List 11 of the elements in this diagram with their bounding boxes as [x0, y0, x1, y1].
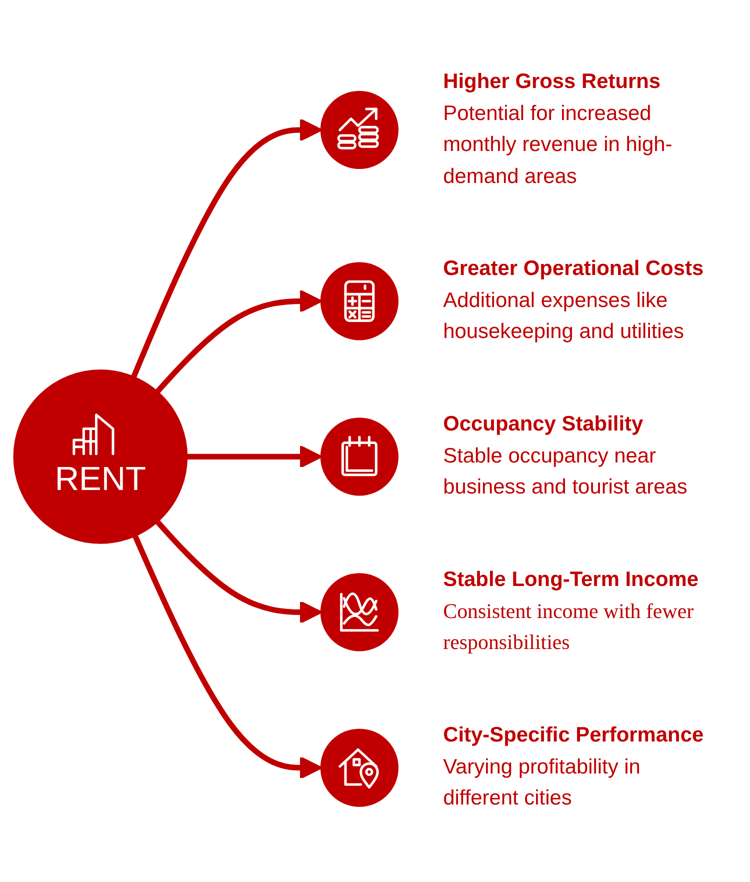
node-label: Greater Operational Costs	[443, 256, 704, 281]
node-label: Higher Gross Returns	[443, 70, 661, 94]
node-label: Varying profitability in different cities	[443, 754, 640, 810]
node-label: Consistent income with fewer responsibilities	[443, 600, 694, 654]
node-label: Occupancy Stability	[443, 412, 644, 436]
node-circle: RENT	[13, 370, 188, 544]
node-label: City-Specific Performance	[443, 723, 704, 748]
node-label: Stable Long-Term Income	[443, 568, 698, 592]
node-label: Additional expenses like housekeeping and utilities	[443, 288, 684, 344]
node-label: Potential for increased monthly revenue in high-demand areas	[443, 101, 672, 188]
node-label: Stable occupancy near business and tourist areas	[443, 444, 688, 499]
